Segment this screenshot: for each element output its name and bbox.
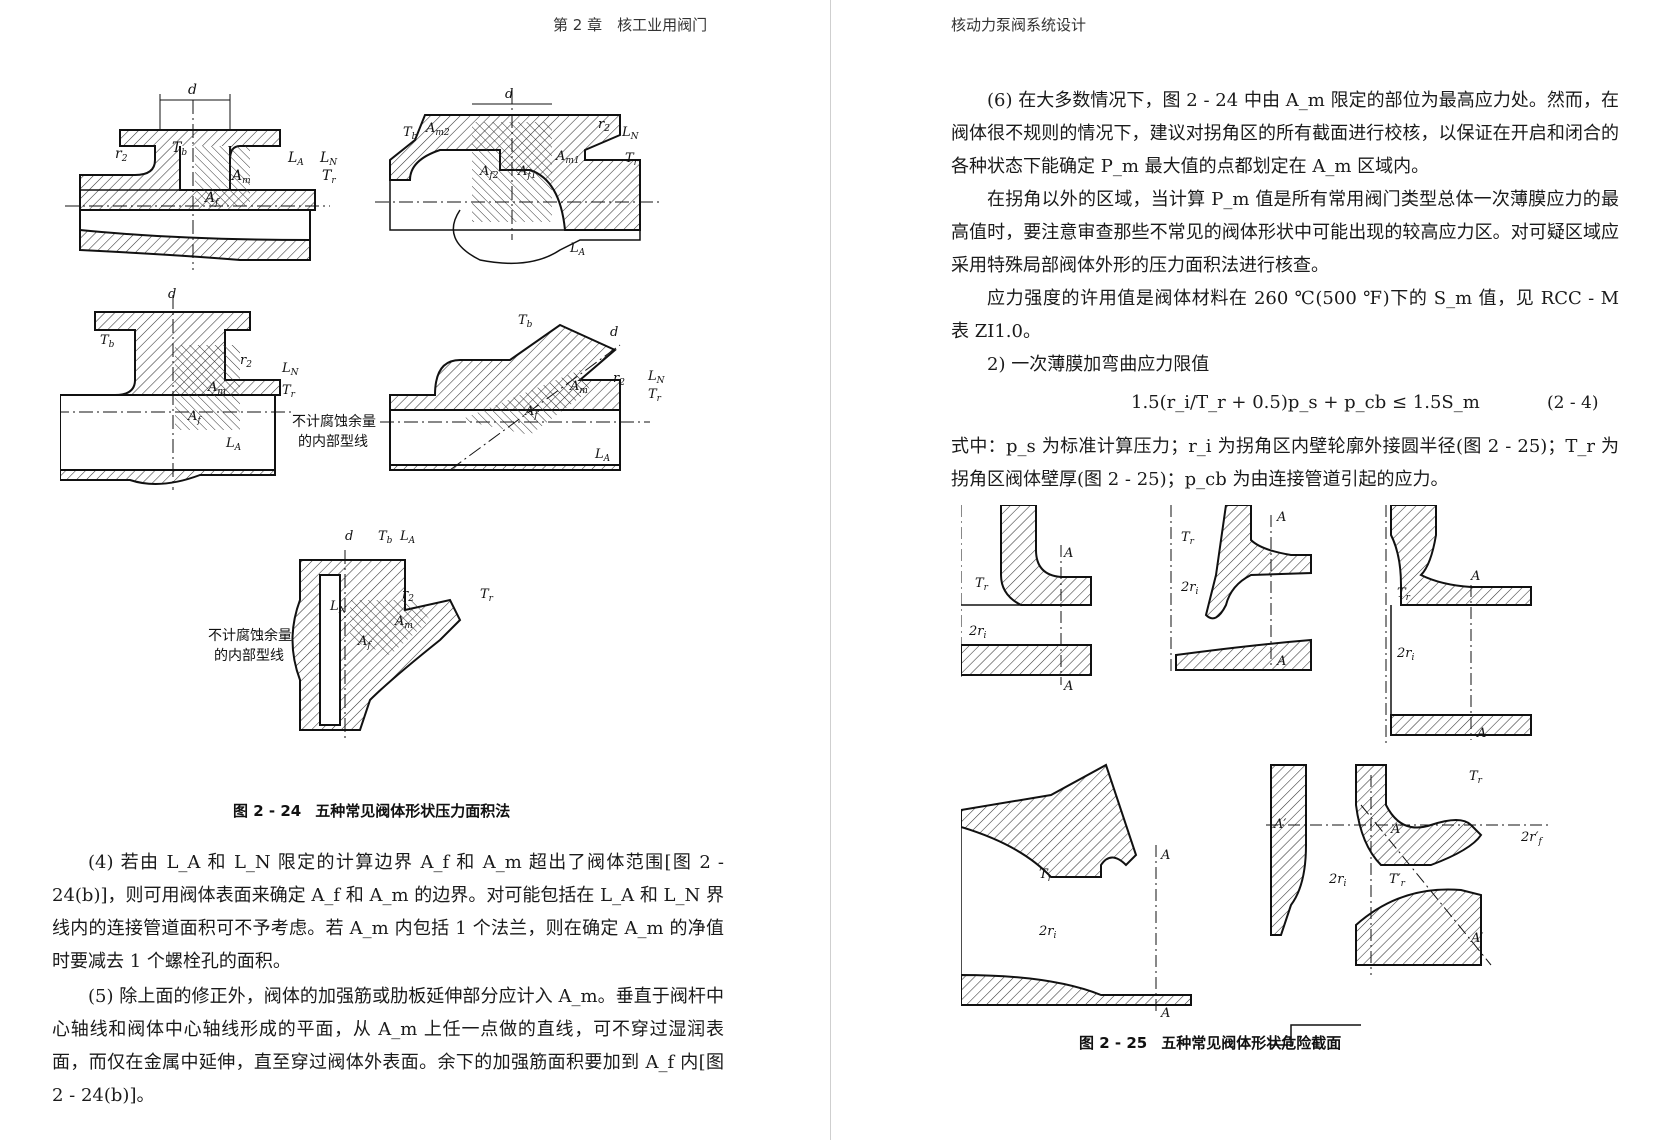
svg-text:A: A — [1276, 510, 1286, 525]
svg-text:2ri: 2ri — [1180, 580, 1199, 597]
paragraph-5: (5) 除上面的修正外，阀体的加强筋或肋板延伸部分应计入 A_m。垂直于阀杆中心… — [52, 986, 724, 1106]
svg-text:LN: LN — [319, 150, 338, 168]
svg-text:Tb: Tb — [100, 333, 115, 350]
note-c-line1: 不计腐蚀余量 — [292, 413, 376, 430]
svg-text:Tr: Tr — [322, 168, 336, 186]
figure-2-25-caption: 图 2 - 25 五种常见阀体形状危险截面 — [1079, 1032, 1341, 1053]
svg-text:A′: A′ — [1390, 822, 1403, 837]
valve-body-c — [60, 295, 295, 490]
figure-2-25-caption-number: 图 2 - 25 — [1079, 1034, 1148, 1052]
svg-text:T′r: T′r — [1389, 872, 1406, 889]
svg-text:A: A — [1276, 654, 1286, 669]
svg-text:Tr: Tr — [1469, 769, 1483, 786]
svg-text:A′: A′ — [1470, 931, 1483, 946]
svg-text:r2: r2 — [115, 146, 128, 164]
figure-2-25-drawing: A A Tr 2ri A A Tr 2ri — [961, 505, 1551, 1046]
svg-text:Tr: Tr — [975, 576, 989, 593]
running-head-left: 第 2 章 核工业用阀门 — [553, 16, 708, 34]
svg-text:A: A — [1160, 848, 1170, 863]
paragraph-allowable: 应力强度的许用值是阀体材料在 260 ℃(500 ℉)下的 S_m 值，见 RC… — [951, 288, 1619, 342]
section-e — [1266, 764, 1551, 1046]
paragraph-4: (4) 若由 L_A 和 L_N 限定的计算边界 A_f 和 A_m 超出了阀体… — [52, 852, 724, 972]
note-c-line2: 的内部型线 — [298, 434, 368, 450]
svg-text:A: A — [1470, 569, 1480, 584]
where-text: 式中：p_s 为标准计算压力；r_i 为拐角区内壁轮廓外接圆半径(图 2 - 2… — [951, 436, 1619, 490]
valve-body-d — [380, 323, 650, 471]
svg-text:2ri: 2ri — [968, 624, 987, 641]
figure-2-24-caption-number: 图 2 - 24 — [233, 802, 302, 820]
figure-2-24: d Tb r2 LA LN Tr Am Af — [60, 80, 680, 780]
svg-text:Tr: Tr — [625, 151, 639, 168]
dim-d-a: d — [188, 82, 197, 98]
svg-text:2ri: 2ri — [1038, 924, 1057, 941]
section-d — [961, 763, 1192, 1015]
svg-text:r2: r2 — [402, 587, 414, 604]
svg-text:A: A — [1160, 1006, 1170, 1021]
svg-text:d: d — [168, 287, 176, 302]
svg-text:A: A — [1476, 726, 1486, 741]
left-page: 第 2 章 核工业用阀门 d Tb r2 LA LN Tr Am — [0, 0, 830, 1140]
svg-text:A: A — [1063, 679, 1073, 694]
figure-2-24-caption-text: 五种常见阀体形状压力面积法 — [315, 802, 511, 820]
paragraph-6: (6) 在大多数情况下，图 2 - 24 中由 A_m 限定的部位为最高应力处。… — [951, 90, 1619, 177]
svg-text:LN: LN — [281, 361, 300, 378]
svg-text:LN: LN — [647, 369, 666, 386]
figure-2-25-caption-text: 五种常见阀体形状危险截面 — [1161, 1034, 1342, 1052]
svg-text:d: d — [345, 529, 353, 544]
valve-body-b — [375, 90, 660, 265]
figure-2-24-caption: 图 2 - 24 五种常见阀体形状压力面积法 — [233, 800, 510, 821]
svg-text:LA: LA — [399, 529, 416, 546]
svg-text:2ri: 2ri — [1396, 646, 1415, 663]
figure-2-25: A A Tr 2ri A A Tr 2ri — [961, 505, 1601, 1085]
svg-text:Tb: Tb — [378, 529, 393, 546]
svg-text:Tr: Tr — [648, 387, 662, 404]
equation-2-4: 1.5(r_i/T_r + 0.5)p_s + p_cb ≤ 1.5S_m — [1131, 392, 1480, 413]
right-page: 核动力泵阀系统设计 (6) 在大多数情况下，图 2 - 24 中由 A_m 限定… — [831, 0, 1661, 1140]
paragraph-corner: 在拐角以外的区域，当计算 P_m 值是所有常用阀门类型总体一次薄膜应力的最高值时… — [951, 189, 1619, 276]
valve-body-e — [291, 550, 462, 740]
svg-text:d: d — [505, 87, 513, 102]
page-gutter — [830, 0, 831, 1140]
svg-text:LA: LA — [287, 150, 304, 168]
svg-text:Tb: Tb — [403, 125, 418, 142]
svg-text:Tr: Tr — [480, 587, 494, 604]
svg-text:Tr: Tr — [282, 383, 296, 400]
svg-text:2ri: 2ri — [1328, 872, 1347, 889]
valve-body-a — [65, 100, 330, 270]
section-a — [961, 505, 1092, 685]
note-e-line1: 不计腐蚀余量 — [208, 627, 292, 644]
figure-2-24-drawing: d Tb r2 LA LN Tr Am Af — [60, 82, 666, 740]
subheading-membrane-bending: 2) 一次薄膜加弯曲应力限值 — [987, 354, 1210, 375]
section-c — [1385, 505, 1532, 745]
svg-text:2r′f: 2r′f — [1520, 830, 1543, 847]
running-head-right: 核动力泵阀系统设计 — [951, 16, 1087, 34]
svg-text:Tr: Tr — [1181, 530, 1195, 547]
equation-number: (2 - 4) — [1547, 393, 1599, 413]
svg-text:r2: r2 — [613, 371, 625, 388]
section-b — [1170, 505, 1312, 675]
svg-text:d: d — [610, 325, 618, 340]
svg-text:LA: LA — [569, 241, 586, 258]
svg-text:Tb: Tb — [518, 313, 533, 330]
svg-text:r2: r2 — [240, 353, 252, 370]
svg-text:LN: LN — [621, 125, 640, 142]
svg-text:A: A — [1063, 546, 1073, 561]
svg-text:A′: A′ — [1273, 817, 1286, 832]
note-e-line2: 的内部型线 — [214, 648, 284, 664]
